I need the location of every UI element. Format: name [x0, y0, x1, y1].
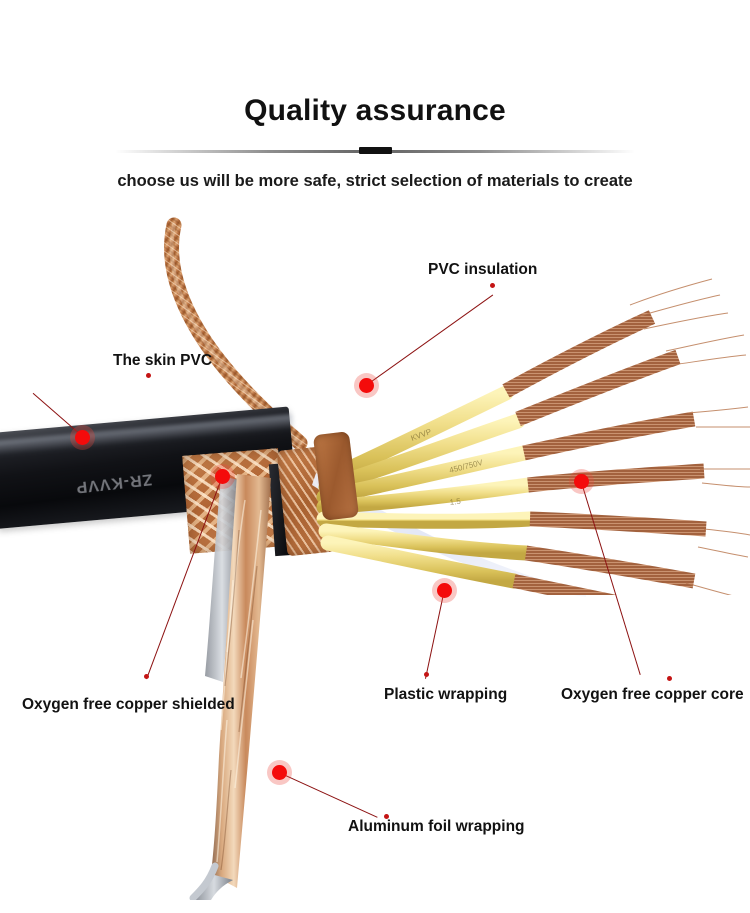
- callout-label-the-skin-pvc: The skin PVC: [113, 352, 213, 369]
- leader-endpoint-plastic-wrapping: [424, 672, 429, 677]
- page-subtitle: choose us will be more safe, strict sele…: [117, 172, 633, 190]
- marker-plastic-wrapping: [437, 583, 452, 598]
- callout-label-copper-shielded: Oxygen free copper shielded: [22, 696, 235, 713]
- leader-endpoint-aluminum-foil: [384, 814, 389, 819]
- leader-endpoint-the-skin-pvc: [146, 373, 151, 378]
- cable-photo: ZR-KVVP: [0, 205, 750, 913]
- header: Quality assurance choose us will be more…: [0, 0, 750, 210]
- leader-endpoint-copper-core: [667, 676, 672, 681]
- marker-copper-core: [574, 474, 589, 489]
- conductor-bundle: KVVP 450/750V 1.5: [316, 278, 750, 595]
- leader-endpoint-pvc-insulation: [490, 283, 495, 288]
- marker-the-skin-pvc: [75, 430, 90, 445]
- marker-aluminum-foil: [272, 765, 287, 780]
- callout-label-pvc-insulation: PVC insulation: [428, 261, 538, 278]
- svg-text:1.5: 1.5: [449, 497, 462, 507]
- marker-copper-shielded: [215, 469, 230, 484]
- callout-label-plastic-wrapping: Plastic wrapping: [384, 686, 508, 703]
- callout-label-aluminum-foil: Aluminum foil wrapping: [348, 818, 525, 835]
- page-title: Quality assurance: [244, 94, 506, 127]
- title-divider-knob: [359, 147, 392, 154]
- leader-endpoint-copper-shielded: [144, 674, 149, 679]
- callout-label-copper-core: Oxygen free copper core: [561, 686, 744, 703]
- aluminum-foil-strip: [189, 474, 271, 900]
- marker-pvc-insulation: [359, 378, 374, 393]
